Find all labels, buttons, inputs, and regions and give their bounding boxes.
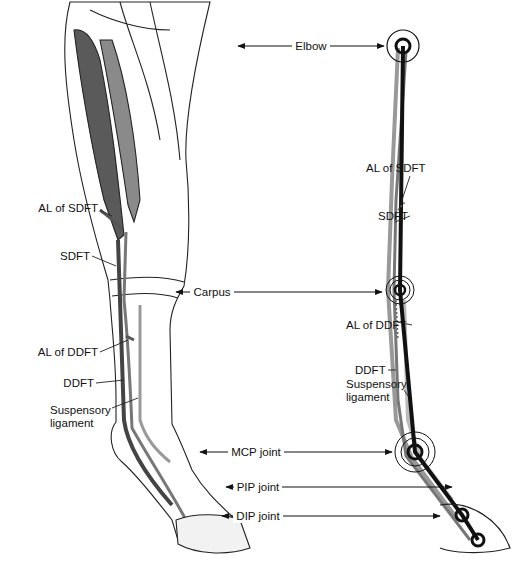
tendon [118, 240, 172, 505]
leader-line [100, 210, 112, 216]
joint-label: Elbow [292, 40, 329, 53]
structure-label: Suspensory ligament [50, 404, 112, 430]
ddft-line [394, 52, 470, 540]
upper-limb-outline [65, 2, 246, 550]
joint-ring [472, 534, 484, 546]
accessory-ligament [100, 210, 134, 340]
structure-label: DDFT [63, 377, 94, 390]
joint-ring [396, 39, 410, 53]
joint-ring [408, 445, 422, 459]
leader-line [404, 390, 408, 396]
structure-label: Suspensory ligament [346, 378, 408, 404]
muscle-outline [90, 2, 180, 160]
joint-ring [390, 280, 410, 300]
tendon [124, 232, 186, 520]
muscle-belly [100, 40, 140, 222]
hoof-outline [440, 504, 510, 552]
joint-circles [386, 30, 484, 546]
leader-line [92, 256, 116, 266]
leader-lines [92, 176, 412, 408]
suspensory-ligament [140, 305, 170, 462]
leader-line [96, 380, 124, 383]
leader-line [388, 370, 396, 371]
schematic-drawing [386, 30, 510, 553]
joint-label: DIP joint [233, 510, 282, 523]
joint-label: PIP joint [234, 481, 283, 494]
joint-ring [456, 509, 468, 521]
leader-line [100, 340, 128, 352]
joint-ring [401, 438, 429, 466]
joint-ring [386, 276, 414, 304]
joint-label: Carpus [190, 286, 233, 299]
structure-label: DDFT [355, 364, 386, 377]
structure-label: SDFT [60, 250, 90, 263]
structure-label: AL of SDFT [38, 202, 98, 215]
structure-label: AL of DDFT [38, 346, 98, 359]
bone-axis [400, 46, 478, 540]
limb-drawing [65, 2, 250, 553]
structure-label: AL of DDFT [346, 319, 406, 332]
structure-label: AL of SDFT [366, 162, 426, 175]
joint-label: MCP joint [228, 446, 284, 459]
structure-label: SDFT [378, 210, 408, 223]
leader-line [112, 398, 138, 408]
leader-line [400, 176, 410, 206]
joint-ring [395, 285, 405, 295]
joint-arrows [176, 46, 452, 516]
sdft-line [388, 48, 458, 520]
joint-ring [387, 30, 419, 62]
joint-ring [395, 432, 435, 472]
